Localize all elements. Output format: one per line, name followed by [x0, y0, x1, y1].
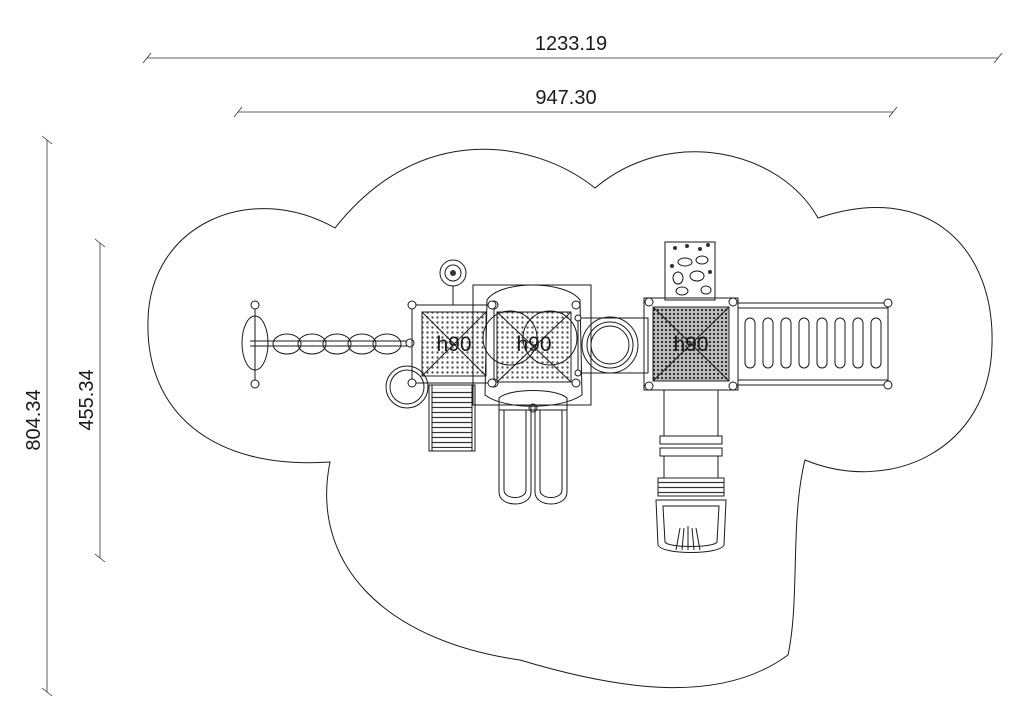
tube-slide — [655, 390, 727, 553]
safety-zone-outline — [147, 148, 993, 689]
dimension-equipment-depth-label: 455.34 — [76, 369, 98, 430]
dimension-overall-width: 1233.19 — [142, 33, 1003, 64]
horizontal-ladder — [737, 298, 893, 390]
dimension-overall-depth-label: 804.34 — [23, 389, 45, 450]
ring-ladder — [250, 333, 415, 355]
crawl-tunnel — [574, 314, 649, 377]
entry-chute — [385, 365, 429, 409]
dimension-overall-depth: 804.34 — [23, 135, 53, 697]
dimension-equipment-width-label: 947.30 — [535, 87, 596, 109]
dimension-equipment-depth: 455.34 — [76, 238, 106, 563]
steering-wheel-panel — [439, 259, 467, 305]
spring-rider — [241, 300, 269, 389]
deck-middle: h90 — [472, 284, 592, 407]
deck-left: h90 — [407, 300, 499, 388]
double-slide — [498, 390, 568, 505]
climbing-wall — [664, 241, 716, 301]
deck-right: h90 — [643, 297, 739, 391]
deck-middle-height-label: h90 — [516, 333, 551, 356]
dimension-equipment-width: 947.30 — [233, 87, 898, 118]
dimension-overall-width-label: 1233.19 — [535, 33, 607, 55]
deck-left-height-label: h90 — [436, 333, 471, 356]
stairs — [428, 384, 476, 452]
deck-right-height-label: h90 — [673, 333, 708, 356]
